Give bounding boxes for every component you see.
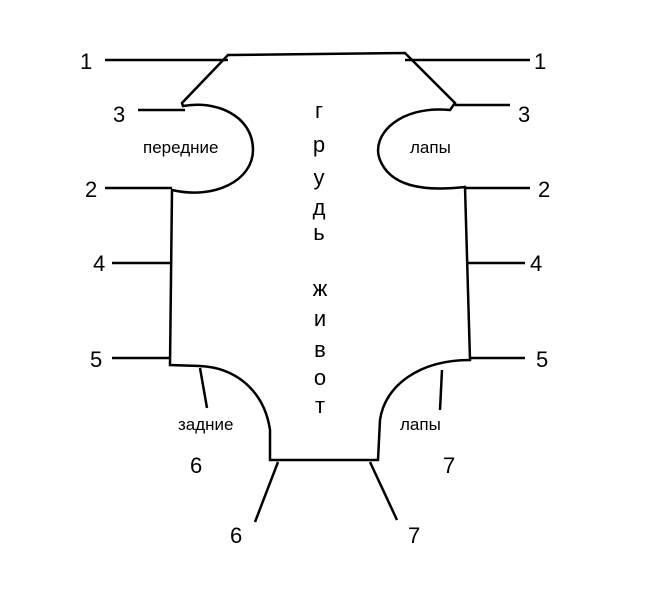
body-outline — [168, 51, 472, 462]
line-6-lower — [253, 461, 280, 523]
label-front-left: передние — [143, 138, 218, 157]
belly-letter: и — [314, 306, 326, 331]
chest-letter: у — [314, 165, 325, 190]
chest-letter: д — [313, 195, 326, 220]
chest-letter: г — [315, 98, 323, 123]
marker-1-right: 1 — [534, 49, 546, 74]
marker-numbers: 1 1 3 3 2 2 4 4 5 5 6 7 6 7 — [80, 49, 550, 548]
belly-letter: т — [315, 393, 325, 418]
belly-letter: в — [314, 337, 326, 362]
line-6-upper — [198, 367, 209, 409]
belly-letter: ж — [313, 276, 328, 301]
chest-letter: р — [313, 132, 325, 157]
marker-3-left: 3 — [113, 102, 125, 127]
leg-labels: передние лапы задние лапы — [143, 138, 451, 434]
marker-5-right: 5 — [536, 347, 548, 372]
marker-6-upper: 6 — [190, 453, 202, 478]
label-front-right: лапы — [410, 138, 451, 157]
marker-2-right: 2 — [538, 177, 550, 202]
marker-3-right: 3 — [518, 102, 530, 127]
marker-6-lower: 6 — [230, 523, 242, 548]
vertical-word-belly: ж и в о т — [313, 276, 328, 418]
marker-7-lower: 7 — [408, 523, 420, 548]
marker-2-left: 2 — [85, 177, 97, 202]
marker-4-left: 4 — [93, 251, 105, 276]
measure-lines — [105, 58, 530, 523]
label-rear-right: лапы — [400, 415, 441, 434]
label-rear-left: задние — [178, 415, 234, 434]
line-7-lower — [368, 461, 399, 521]
marker-1-left: 1 — [80, 49, 92, 74]
chest-letter: ь — [313, 220, 324, 245]
marker-4-right: 4 — [530, 251, 542, 276]
vertical-word-chest: г р у д ь — [313, 98, 326, 245]
line-7-upper — [438, 369, 444, 411]
marker-5-left: 5 — [90, 347, 102, 372]
marker-7-upper: 7 — [443, 453, 455, 478]
belly-letter: о — [314, 365, 326, 390]
